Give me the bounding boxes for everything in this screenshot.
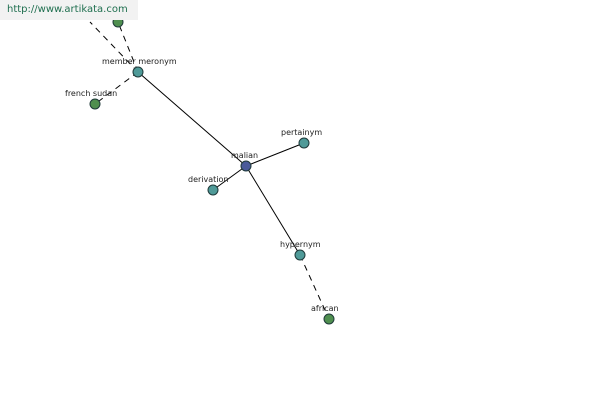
edge-malian-to-hypernym	[245, 165, 301, 256]
node-circle-derivation[interactable]	[207, 184, 219, 196]
node-label-hypernym: hypernym	[280, 240, 321, 249]
node-african[interactable]: african	[311, 304, 339, 325]
watermark-url: http://www.artikata.com	[0, 0, 138, 20]
node-circle-member-meronym[interactable]	[132, 66, 144, 78]
node-circle-malian[interactable]	[240, 160, 252, 172]
node-member-meronym[interactable]: member meronym	[102, 57, 177, 78]
node-label-derivation: derivation	[188, 175, 228, 184]
node-derivation[interactable]: derivation	[188, 175, 228, 196]
edge-malian-to-derivation	[212, 165, 247, 191]
node-circle-hypernym[interactable]	[294, 249, 306, 261]
edges-layer	[89, 21, 330, 320]
edge-member-meronym-to-top-word	[117, 21, 139, 73]
edge-member-meronym-to-french-sudan	[94, 71, 139, 105]
node-label-malian: malian	[231, 151, 258, 160]
edge-malian-to-member-meronym	[137, 71, 247, 167]
node-circle-african[interactable]	[323, 313, 335, 325]
edge-member-meronym-to-offscreen-top	[89, 21, 139, 73]
node-label-member-meronym: member meronym	[102, 57, 177, 66]
node-label-french-sudan: french sudan	[65, 89, 117, 98]
node-circle-french-sudan[interactable]	[89, 98, 101, 110]
node-circle-pertainym[interactable]	[298, 137, 310, 149]
node-hypernym[interactable]: hypernym	[280, 240, 321, 261]
node-french-sudan[interactable]: french sudan	[65, 89, 117, 110]
edge-malian-to-pertainym	[245, 142, 305, 167]
edge-hypernym-to-african	[299, 254, 330, 320]
node-label-pertainym: pertainym	[281, 128, 322, 137]
node-label-african: african	[311, 304, 339, 313]
node-pertainym[interactable]: pertainym	[281, 128, 322, 149]
node-malian[interactable]: malian	[231, 151, 258, 172]
nodes-layer: malian member meronym pertainym derivation h…	[65, 16, 339, 325]
